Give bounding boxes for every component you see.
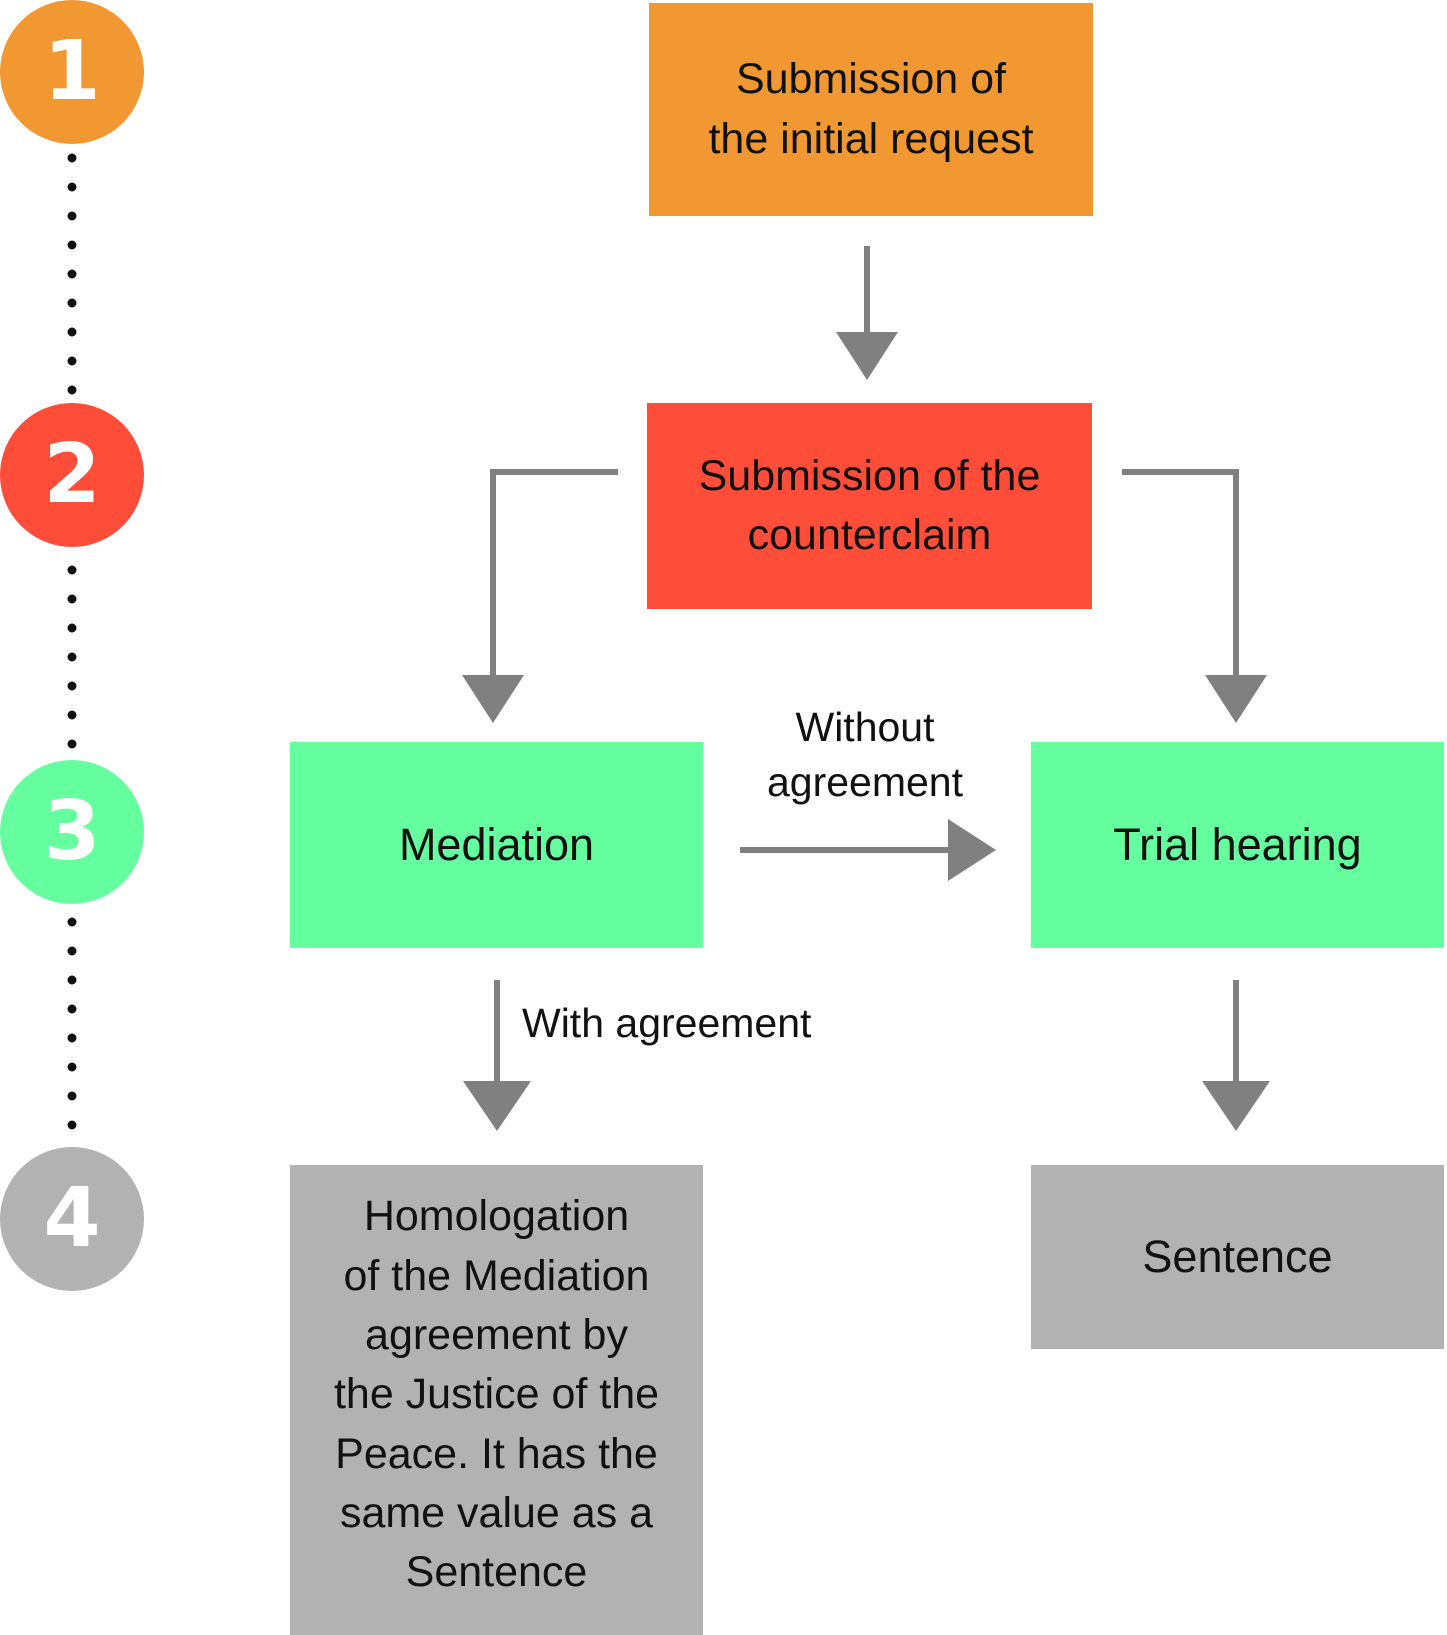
- step-3-circle: 3: [0, 760, 144, 904]
- with-agreement-label: With agreement: [522, 1000, 812, 1046]
- submission-box: Submission of the initial request: [649, 3, 1093, 216]
- step-4-circle: 4: [0, 1147, 144, 1291]
- arrow-counterclaim-to-mediation-shaft: [490, 469, 618, 680]
- arrowhead-down-trial: [1205, 675, 1267, 723]
- homologation-label: Homologation of the Mediation agreement …: [333, 1192, 660, 1597]
- arrowhead-down-mediation: [462, 675, 524, 723]
- mediation-label: Mediation: [398, 818, 595, 870]
- arrowhead-down-homologation: [463, 1081, 531, 1131]
- arrowhead-down-sentence: [1202, 1081, 1270, 1131]
- counterclaim-label: Submission of the counterclaim: [698, 451, 1041, 559]
- trial-hearing-label: Trial hearing: [1113, 818, 1362, 870]
- sentence-box: Sentence: [1031, 1165, 1444, 1349]
- arrowhead-right-trial: [948, 819, 996, 881]
- sentence-label: Sentence: [1142, 1230, 1333, 1282]
- step-2-circle: 2: [0, 403, 144, 547]
- trial-hearing-box: Trial hearing: [1031, 742, 1444, 948]
- without-agreement-label: Without agreement: [766, 704, 963, 806]
- step-1-circle: 1: [0, 0, 144, 144]
- mediation-box: Mediation: [290, 742, 703, 948]
- arrowhead-down-counterclaim: [836, 332, 898, 380]
- homologation-box: Homologation of the Mediation agreement …: [290, 1165, 703, 1635]
- arrow-counterclaim-to-trial-shaft: [1122, 469, 1239, 680]
- submission-label: Submission of the initial request: [708, 55, 1034, 163]
- counterclaim-box: Submission of the counterclaim: [647, 403, 1092, 609]
